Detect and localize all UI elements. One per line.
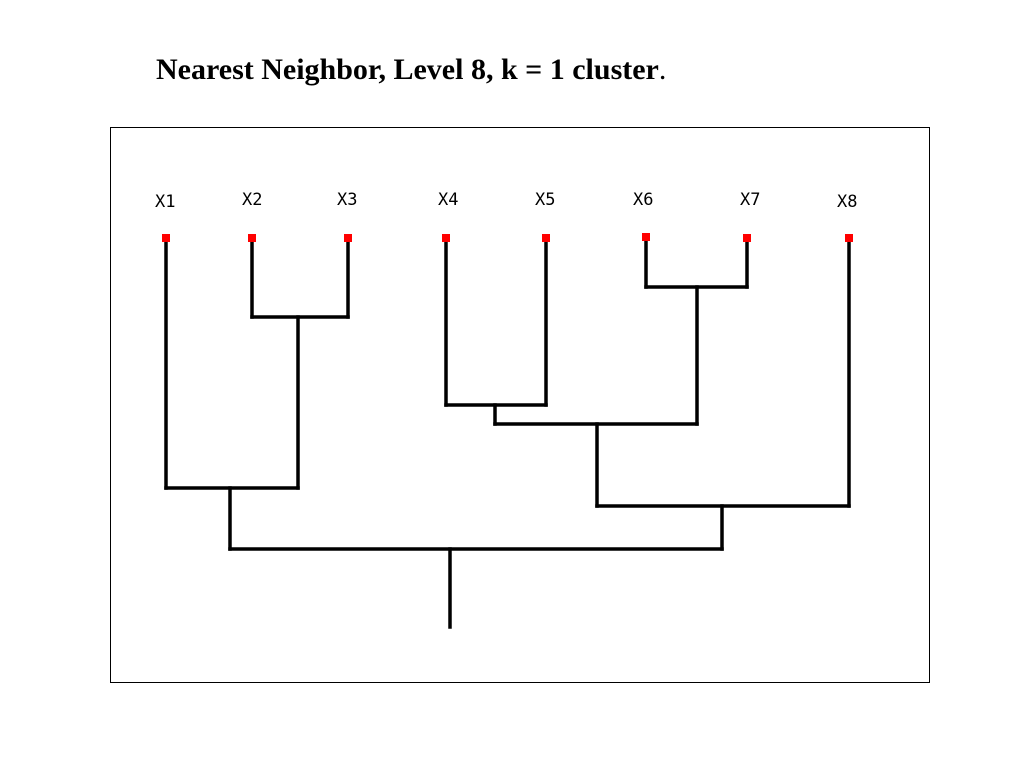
leaf-marker-x3 [344, 234, 352, 242]
leaf-marker-x7 [743, 234, 751, 242]
leaf-label-x1: X1 [155, 192, 175, 212]
leaf-marker-x6 [642, 233, 650, 241]
dendrogram-svg: X1 X2 X3 X4 X5 X6 X7 X8 [155, 190, 857, 629]
leaf-marker-x4 [442, 234, 450, 242]
slide-title: Nearest Neighbor, Level 8, k = 1 cluster… [156, 50, 666, 90]
leaf-label-x6: X6 [633, 190, 653, 210]
leaf-label-x8: X8 [837, 192, 857, 212]
slide-title-text: Nearest Neighbor, Level 8, k = 1 cluster [156, 53, 659, 86]
leaf-label-x7: X7 [740, 190, 760, 210]
leaf-marker-x5 [542, 234, 550, 242]
leaf-marker-x2 [248, 234, 256, 242]
leaf-label-x3: X3 [337, 190, 357, 210]
leaf-label-x2: X2 [242, 190, 262, 210]
leaf-marker-x8 [845, 234, 853, 242]
leaf-marker-x1 [162, 234, 170, 242]
leaf-label-x4: X4 [438, 190, 458, 210]
slide-title-period: . [658, 53, 667, 86]
dendrogram-frame: X1 X2 X3 X4 X5 X6 X7 X8 [110, 127, 930, 683]
leaf-label-x5: X5 [535, 190, 555, 210]
